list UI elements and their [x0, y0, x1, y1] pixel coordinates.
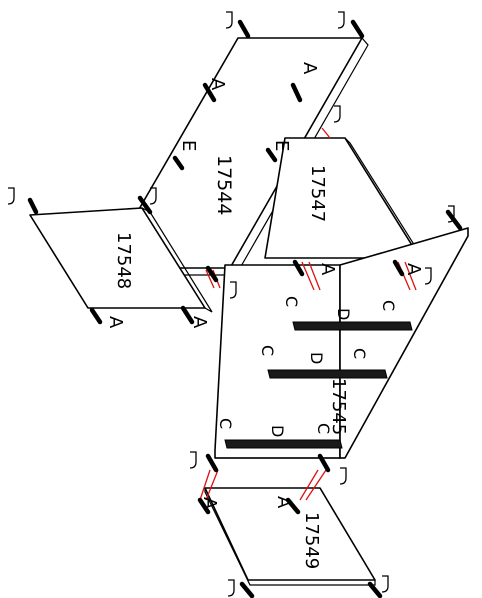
label-c-2: C [379, 300, 398, 311]
label-a-left-1: A [105, 316, 126, 329]
label-c-1: C [282, 296, 301, 307]
rail-2 [267, 369, 388, 379]
label-c-3: C [258, 345, 277, 356]
drawer-rails [224, 321, 413, 449]
hardware-label-group: A A E E A A A A A A C C C C C C D D D [105, 62, 424, 510]
label-a-back-2: A [273, 496, 294, 509]
label-d-3: D [268, 425, 287, 437]
label-e-2: E [271, 140, 292, 151]
alignment-lines [199, 127, 417, 501]
panel-label-17544: 17544 [213, 155, 235, 215]
panel-17547: 17547 [264, 137, 426, 263]
panel-17548: 17548 [29, 207, 213, 313]
panel-label-17545: 17545 [328, 378, 349, 435]
label-d-1: D [334, 308, 353, 320]
label-c-5: C [216, 418, 235, 429]
label-a-back-1: A [199, 497, 220, 510]
dowels [27, 19, 463, 598]
label-d-2: D [307, 352, 326, 364]
panel-label-17548: 17548 [113, 232, 134, 289]
panel-17549: 17549 [204, 487, 376, 586]
panel-17545: 17545 [214, 227, 469, 459]
label-a-right-1: A [317, 263, 338, 276]
panel-label-17547: 17547 [307, 165, 328, 222]
rail-1 [292, 321, 413, 331]
label-a-right-2: A [403, 263, 424, 276]
label-e-1: E [178, 140, 199, 151]
panel-label-17549: 17549 [301, 512, 322, 569]
label-a-top-1: A [207, 78, 228, 91]
label-c-6: C [314, 423, 333, 434]
label-a-top-2: A [299, 62, 320, 75]
label-a-left-2: A [189, 316, 210, 329]
rail-3 [224, 439, 343, 449]
connector-hooks [7, 11, 455, 597]
label-c-4: C [350, 348, 369, 359]
